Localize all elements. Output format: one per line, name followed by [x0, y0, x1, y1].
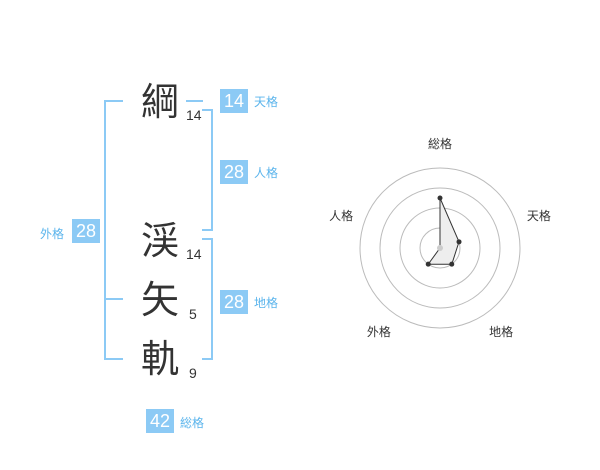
jinkaku-bracket — [202, 109, 213, 231]
chikaku-bracket — [202, 238, 213, 360]
radar-ring — [379, 187, 501, 309]
radar-axis-label: 人格 — [329, 208, 353, 223]
radar-polygon-layer — [427, 197, 460, 265]
name-char-1: 綱 — [140, 80, 179, 124]
tenkaku-label: 天格 — [254, 95, 279, 109]
radar-point — [456, 239, 462, 245]
radar-points — [425, 195, 462, 267]
radar-point — [449, 261, 455, 267]
jinkaku-value: 28 — [220, 160, 248, 184]
name-char-4: 軌 — [140, 337, 179, 381]
stroke-count-1: 14 — [186, 107, 202, 123]
stroke-count-2: 14 — [186, 246, 202, 262]
jinkaku-label: 人格 — [254, 166, 279, 180]
name-char-3: 矢 — [140, 278, 179, 322]
radar-rings — [359, 167, 521, 329]
soukaku-value: 42 — [146, 409, 174, 433]
radar-polygon — [427, 197, 460, 265]
gaikaku-bracket — [104, 100, 123, 360]
gaikaku-label: 外格 — [40, 227, 65, 241]
stroke-count-4: 9 — [189, 365, 197, 381]
radar-axis-label: 総格 — [428, 136, 452, 151]
gaikaku-value: 28 — [72, 219, 100, 243]
chikaku-value: 28 — [220, 290, 248, 314]
radar-ring — [359, 167, 521, 329]
radar-axis-label: 地格 — [489, 324, 513, 339]
tenkaku-value: 14 — [220, 89, 248, 113]
radar-point — [437, 195, 443, 201]
radar-axis-label: 天格 — [527, 208, 551, 223]
soukaku-label: 総格 — [180, 416, 205, 430]
stroke-count-3: 5 — [189, 306, 197, 322]
radar-point — [425, 261, 431, 267]
radar-point — [437, 245, 443, 251]
chikaku-label: 地格 — [254, 296, 279, 310]
name-char-2: 渓 — [140, 219, 179, 263]
radar-axis-label: 外格 — [367, 324, 391, 339]
